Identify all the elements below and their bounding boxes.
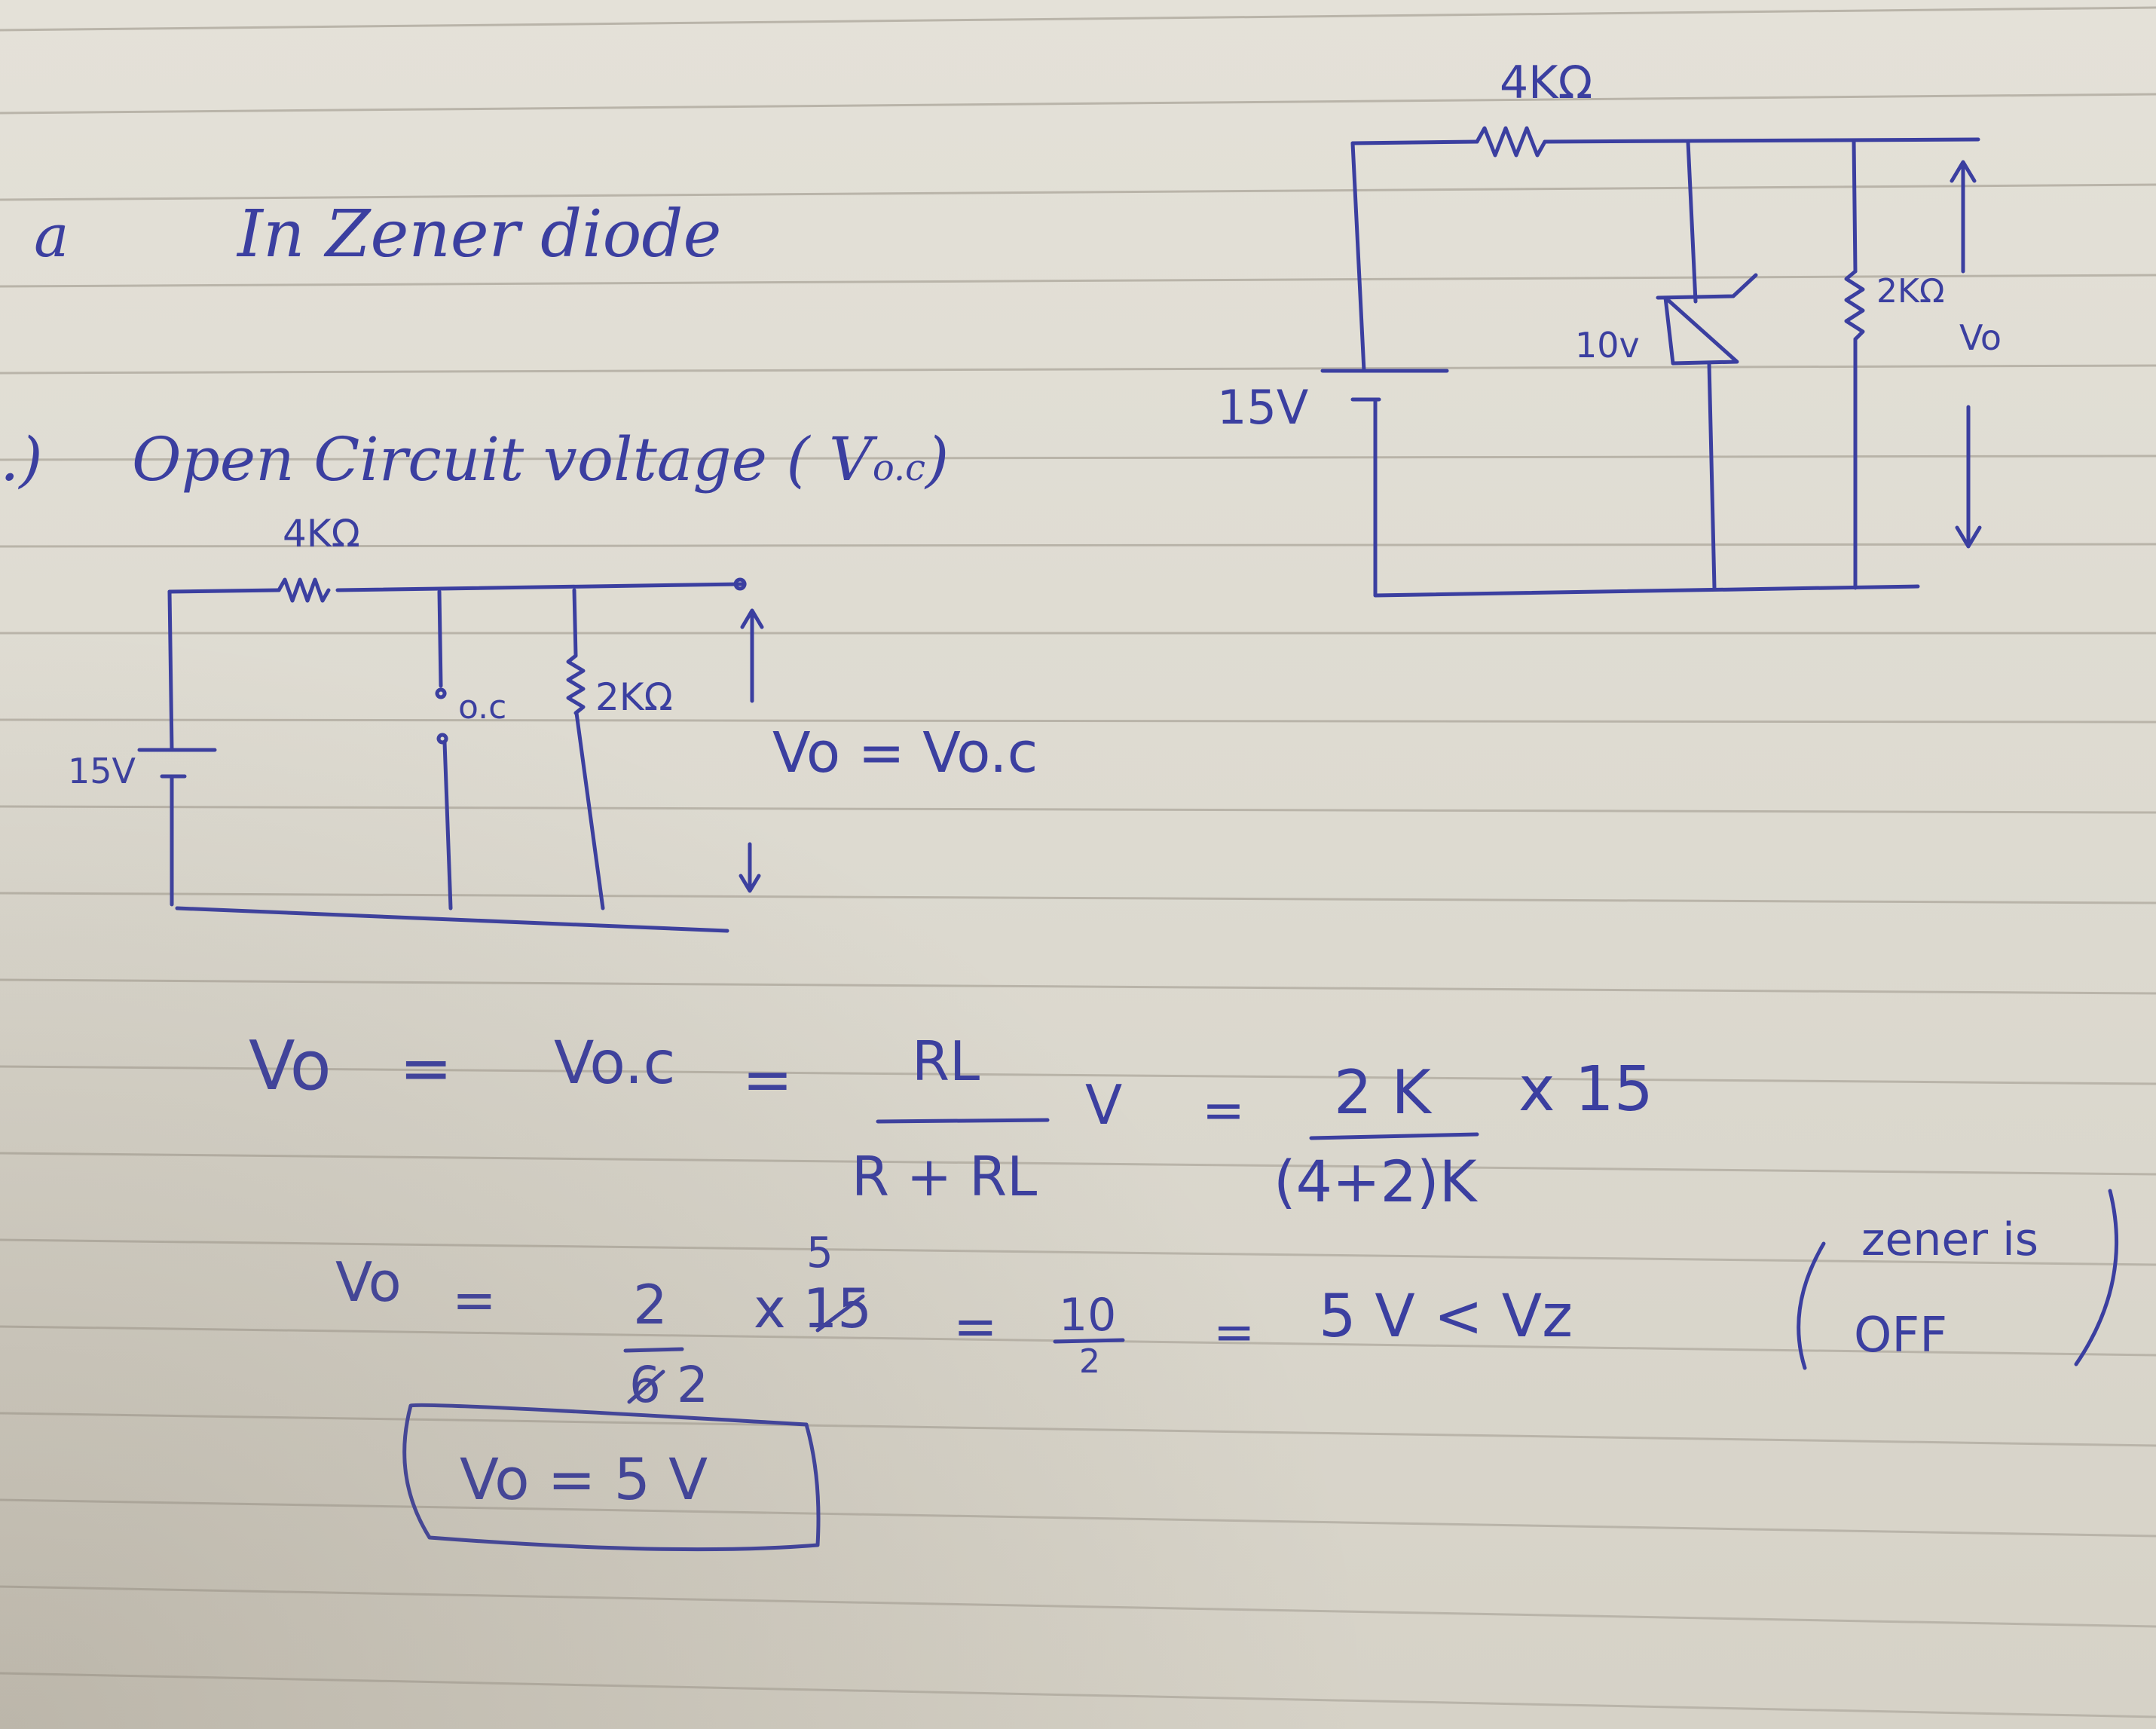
oc-open-terminal-top [733,577,747,591]
oc-source-label: 15V [68,751,136,791]
oc-output-equation: Vo = Vo.c [772,721,1038,785]
oc-resistor-symbol [277,577,331,603]
eq2-multiplier: x 15 [754,1277,873,1340]
main-resistor-label: 4KΩ [1500,57,1593,109]
open-circuit-diagram [137,577,764,933]
oc-open-branch-bottom [442,740,453,910]
frac2-multiplier: x 15 [1518,1054,1653,1125]
frac2-denominator: (4+2)K [1274,1148,1477,1215]
zener-branch-top [1686,139,1698,304]
eq1-equals-2: = [742,1045,794,1115]
cancel-15-stroke [815,1294,865,1333]
equation-strokes [402,1118,2118,1552]
oc-open-label: o.c [458,688,507,727]
frac4-numerator: 10 [1059,1289,1117,1342]
eq2-equals-3: = [1213,1303,1255,1361]
left-wire-upper [1350,141,1366,373]
oc-open-branch-top [437,589,443,688]
main-output-label: Vo [1959,317,2002,358]
part-heading-subscript: o.c [872,447,926,489]
top-wire [1350,139,1479,145]
oc-resistor-label: 4KΩ [283,512,360,555]
eq1-lhs: Vo [249,1027,332,1106]
frac4-bar [1053,1338,1125,1344]
eq2-result: 5 V < Vz [1319,1283,1573,1351]
cancel-6-stroke [627,1369,665,1404]
frac1-bar [876,1118,1050,1124]
note-open-paren [1797,1241,1826,1370]
eq2-equals-2: = [953,1296,998,1357]
load-resistor-symbol [1844,269,1865,341]
output-arrow-down [1955,405,1982,549]
frac1-unit: V [1085,1073,1123,1137]
zener-note-line1: zener is [1861,1213,2039,1266]
question-title: In Zener diode [237,197,722,272]
output-arrow-up [1950,160,1977,274]
oc-load-label: 2KΩ [595,675,673,719]
result-box [402,1403,821,1552]
eq1-equals-1: = [399,1031,453,1105]
part-heading-text: Open Circuit voltage ( V [132,424,873,494]
top-wire-right [1543,137,1980,144]
oc-output-arrow-down [739,842,761,893]
main-zener-label: 10v [1575,325,1640,366]
part-marker: .) [0,424,43,494]
boxed-result: Vo = 5 V [460,1446,708,1513]
frac2-bar [1309,1132,1479,1140]
frac2-numerator: 2 K [1334,1057,1431,1128]
series-resistor-symbol [1475,126,1547,158]
load-branch-top [1852,138,1858,274]
frac3-numerator: 2 [633,1273,668,1336]
bottom-wire [1373,584,1920,598]
oc-output-arrow-up [740,608,764,703]
zener-note-line2: OFF [1854,1308,1947,1363]
frac3-denominator: 6 2 [629,1356,708,1414]
oc-left-wire [167,589,174,752]
frac4-denominator: 2 [1079,1342,1100,1381]
oc-top-wire-left [167,588,281,594]
oc-load-branch-bottom [574,711,605,910]
frac1-denominator: R + RL [852,1145,1038,1208]
oc-load-resistor [566,653,586,715]
part-heading: Open Circuit voltage ( Vo.c) [132,430,949,490]
oc-bottom-wire [175,906,729,933]
main-source-label: 15V [1217,380,1309,435]
zener-branch-bottom [1707,361,1717,590]
oc-top-wire-right [335,582,745,592]
eq2-cancel-5: 5 [806,1229,833,1278]
eq1-voc: Vo.c [554,1030,676,1097]
oc-open-dot-top [435,687,447,699]
part-heading-close: ) [925,424,950,494]
eq2-lhs: Vo [335,1250,402,1314]
oc-load-branch-top [572,588,578,658]
frac3-bar [623,1347,684,1353]
eq1-equals-3: = [1202,1081,1245,1140]
main-load-label: 2KΩ [1876,272,1945,311]
question-marker: a [34,203,69,271]
note-close-paren [2074,1189,2118,1366]
ruled-lines [0,6,2156,1718]
oc-open-dot-bottom [436,733,448,745]
frac1-numerator: RL [912,1030,980,1093]
eq2-equals-1: = [452,1269,497,1331]
zener-circuit-diagram [1320,126,1982,598]
zener-diode-symbol [1656,273,1758,366]
